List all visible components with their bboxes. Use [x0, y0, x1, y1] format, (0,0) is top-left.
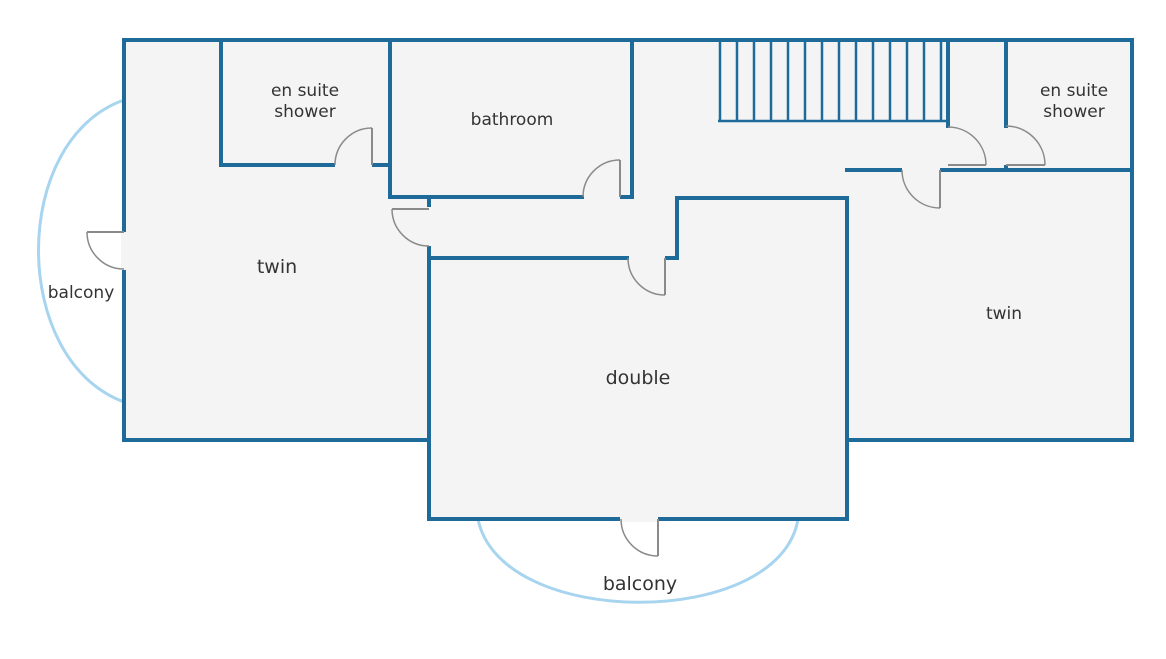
staircase	[718, 42, 947, 123]
label-double: double	[606, 367, 671, 389]
label-en-suite-right-line1: en suite	[1040, 81, 1108, 101]
label-twin-left: twin	[257, 256, 297, 278]
door-double	[627, 257, 666, 296]
label-twin-right: twin	[986, 304, 1022, 324]
door-corridor	[947, 126, 987, 166]
balcony-left-outline	[37, 98, 125, 404]
label-en-suite-right-line2: shower	[1043, 102, 1104, 122]
door-openings	[121, 128, 1009, 522]
door-twin-right	[901, 169, 941, 209]
door-twin-left	[391, 208, 430, 247]
walls	[122, 38, 1134, 521]
door-balcony-bottom	[620, 518, 659, 557]
label-balcony-bottom: balcony	[603, 573, 677, 595]
label-en-suite-left-line2: shower	[274, 102, 335, 122]
label-bathroom: bathroom	[471, 110, 554, 130]
balcony-bottom-outline	[476, 518, 800, 604]
floor-area	[124, 40, 1132, 519]
door-en-suite-left	[334, 127, 373, 166]
door-en-suite-right	[1005, 125, 1046, 166]
door-balcony-left	[86, 231, 125, 270]
door-bathroom	[582, 159, 621, 198]
label-balcony-left: balcony	[48, 283, 115, 303]
label-en-suite-left-line1: en suite	[271, 81, 339, 101]
